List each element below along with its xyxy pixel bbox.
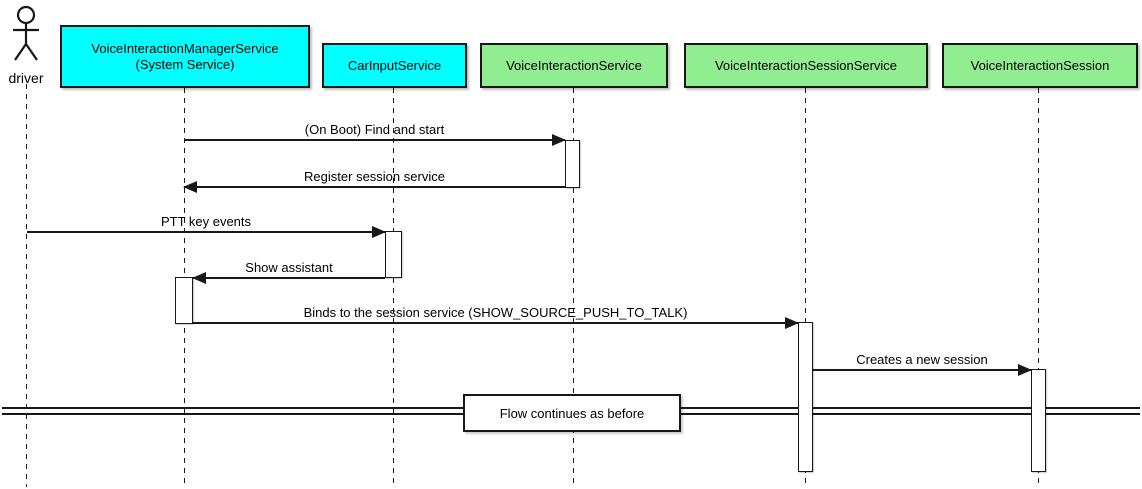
message-label: PTT key events [160, 214, 252, 229]
message-label: (On Boot) Find and start [304, 122, 445, 137]
message-ptt-key-events: PTT key events [27, 214, 386, 238]
activation-bar-voice-interaction-manager-service [175, 277, 193, 324]
lifeline-driver [26, 84, 27, 487]
participant-voice-interaction-session: VoiceInteractionSession [942, 43, 1138, 88]
arrowhead-right-icon [552, 134, 566, 146]
lifeline-voice-interaction-session [1038, 88, 1039, 487]
message-label: Binds to the session service (SHOW_SOURC… [303, 305, 688, 320]
message-creates-a-new-session: Creates a new session [813, 352, 1032, 376]
activation-bar-voice-interaction-service [565, 140, 580, 188]
activation-bar-voice-interaction-session [1031, 369, 1046, 472]
actor-driver: driver [2, 4, 50, 86]
arrowhead-right-icon [785, 317, 799, 329]
arrowhead-right-icon [1018, 364, 1032, 376]
activation-bar-voice-interaction-session-service [798, 322, 813, 472]
arrowhead-left-icon [183, 181, 197, 193]
message-line [813, 364, 1032, 376]
message-label: Show assistant [245, 260, 333, 275]
message-on-boot-find-and-start: (On Boot) Find and start [184, 122, 566, 146]
lifeline-voice-interaction-session-service [805, 88, 806, 487]
lifeline-car-input-service [393, 88, 394, 487]
message-line [192, 272, 385, 284]
activation-bar-car-input-service [385, 231, 402, 278]
participant-voice-interaction-session-service: VoiceInteractionSessionService [684, 43, 928, 88]
person-icon [13, 5, 39, 61]
actor-label: driver [8, 70, 44, 86]
divider-label: Flow continues as before [499, 405, 645, 421]
arrowhead-right-icon [372, 226, 386, 238]
lifeline-voice-interaction-service [573, 88, 574, 487]
message-label: Creates a new session [856, 352, 988, 367]
participant-voice-interaction-manager-service: VoiceInteractionManagerService (System S… [60, 25, 310, 88]
message-line [27, 226, 386, 238]
participant-car-input-service: CarInputService [322, 43, 467, 88]
message-label: Register session service [304, 169, 445, 184]
arrowhead-left-icon [192, 272, 206, 284]
message-line [193, 317, 799, 329]
message-line [183, 181, 565, 193]
message-line [184, 134, 566, 146]
message-register-session-service: Register session service [183, 169, 565, 193]
participant-voice-interaction-service: VoiceInteractionService [480, 43, 668, 88]
divider-label-box: Flow continues as before [463, 394, 681, 432]
message-show-assistant: Show assistant [192, 260, 385, 284]
message-binds-to-session-service: Binds to the session service (SHOW_SOURC… [193, 305, 799, 329]
